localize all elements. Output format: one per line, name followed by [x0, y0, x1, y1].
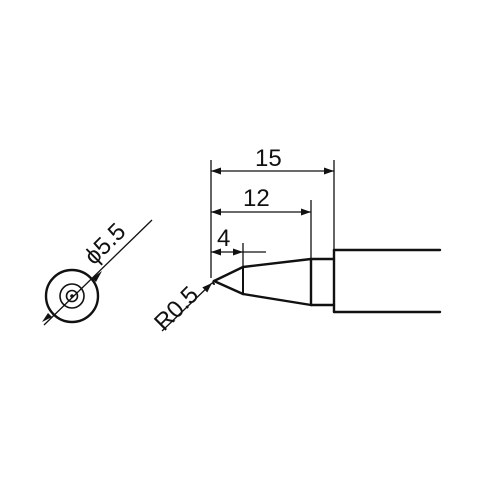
end-view-inner-circle [65, 289, 79, 303]
point-bottom-edge [212, 279, 245, 296]
tip-radius-label: R0.5 [149, 281, 204, 336]
diameter-label: ϕ5.5 [79, 218, 131, 270]
point-length-label: 4 [217, 225, 230, 252]
end-view [42, 219, 153, 326]
taper-length-label: 12 [243, 185, 270, 212]
side-view [212, 248, 442, 314]
point-top-edge [212, 265, 245, 283]
tip-radius-arc [212, 280, 215, 285]
diameter-leader-line [43, 219, 153, 326]
end-view-outer-circle [44, 268, 100, 324]
extension-lines [210, 160, 335, 278]
tip-radius-leader-line [161, 282, 213, 332]
overall-length-label: 15 [255, 145, 282, 172]
taper-bottom-edge [241, 292, 313, 307]
dimension-lines [211, 167, 334, 256]
taper-top-edge [241, 257, 313, 269]
diameter-arrow-upper [92, 271, 102, 282]
tip-radius-leader [161, 282, 213, 332]
end-view-middle-circle [59, 283, 85, 309]
diameter-arrow-lower [42, 313, 52, 322]
